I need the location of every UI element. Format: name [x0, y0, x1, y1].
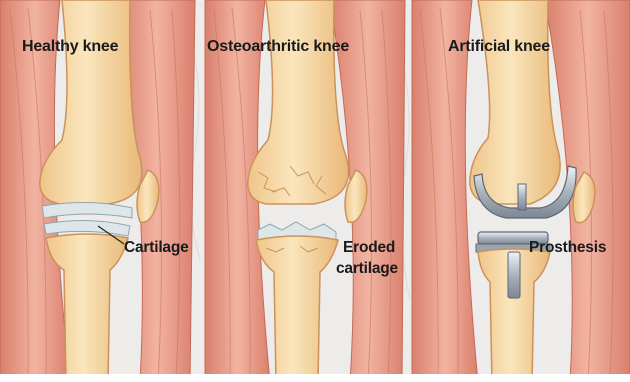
healthy-knee-illustration	[0, 0, 195, 382]
healthy-knee-title: Healthy knee	[22, 38, 118, 56]
prosthesis-label: Prosthesis	[529, 238, 606, 257]
femoral-peg	[518, 184, 526, 210]
bottom-border	[0, 374, 630, 382]
osteoarthritic-knee-title: Osteoarthritic knee	[207, 38, 349, 56]
osteoarthritic-knee-illustration	[205, 0, 405, 382]
cartilage-label: Cartilage	[124, 238, 189, 257]
eroded-cartilage-label-line2: cartilage	[336, 259, 398, 278]
artificial-knee-title: Artificial knee	[448, 38, 550, 56]
eroded-cartilage-label-line1: Eroded	[343, 238, 395, 257]
artificial-knee-illustration	[412, 0, 630, 382]
tibial-stem	[508, 252, 520, 298]
